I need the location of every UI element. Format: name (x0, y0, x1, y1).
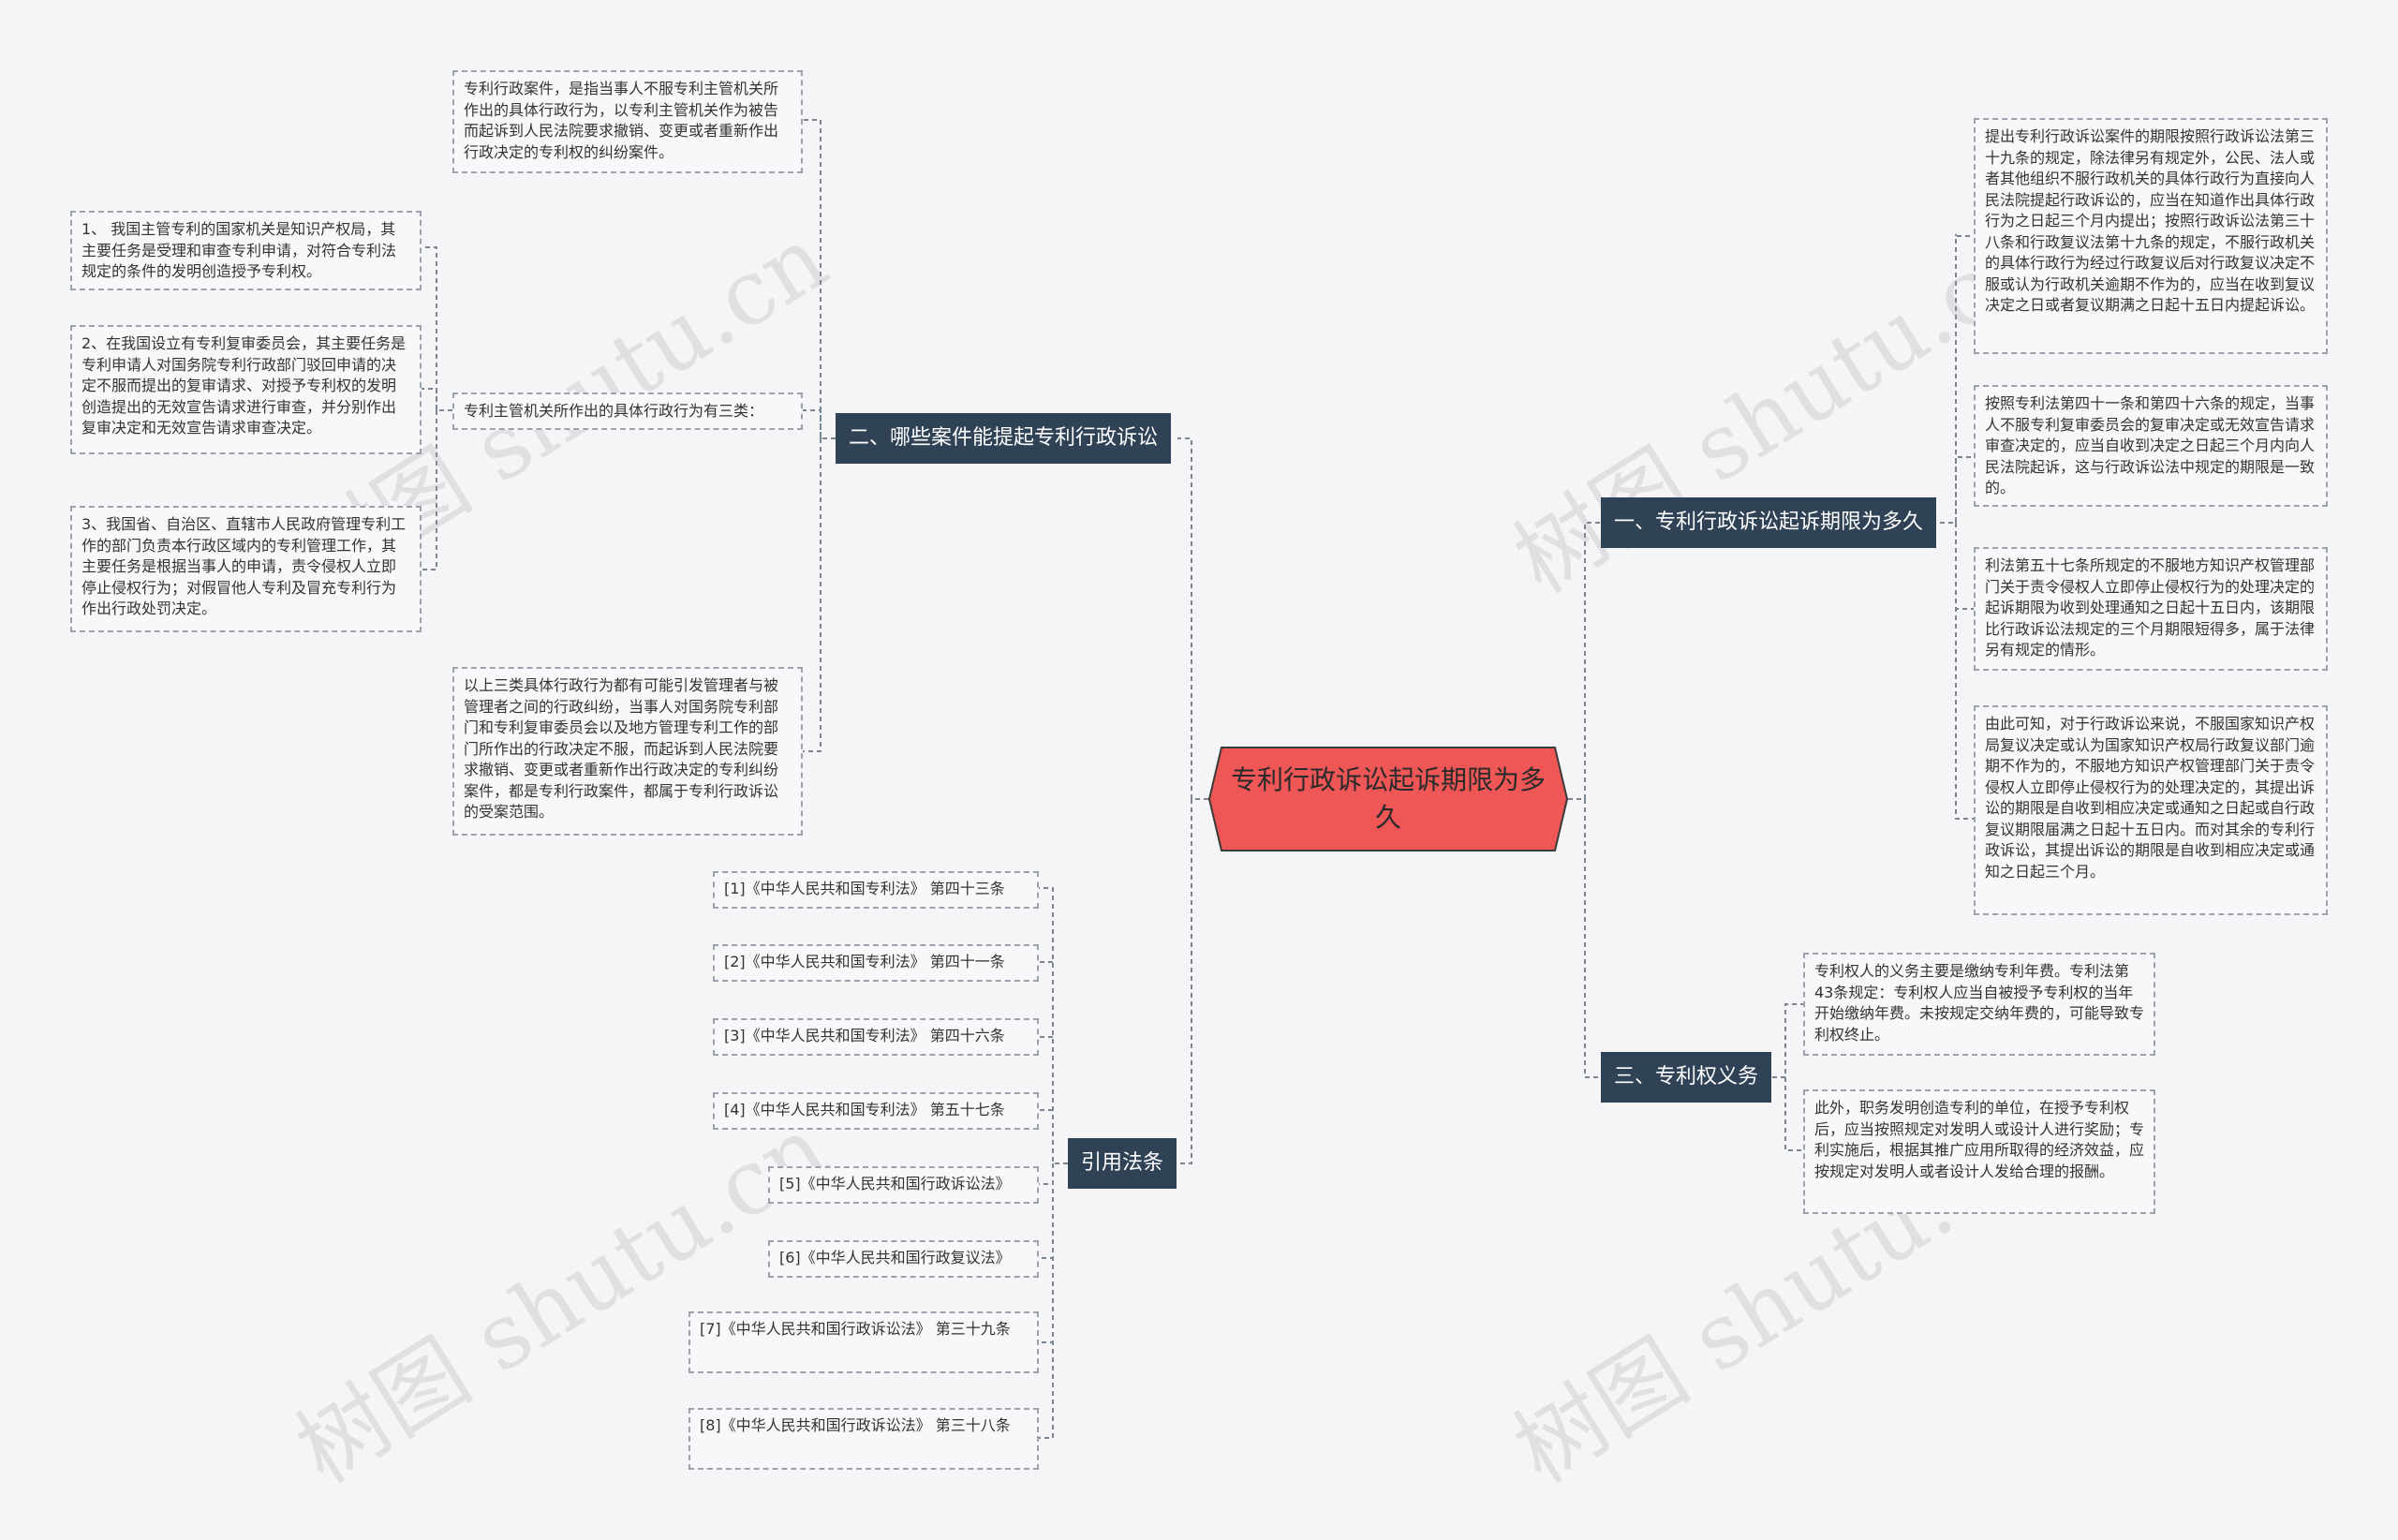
cited-law-item[interactable]: [4]《中华人民共和国专利法》 第五十七条 (713, 1092, 1039, 1130)
cited-law-item[interactable]: [3]《中华人民共和国专利法》 第四十六条 (713, 1018, 1039, 1056)
center-topic-label: 专利行政诉讼起诉期限为多久 (1231, 764, 1547, 833)
cited-law-item[interactable]: [6]《中华人民共和国行政复议法》 (768, 1240, 1039, 1278)
center-topic[interactable]: 专利行政诉讼起诉期限为多久 (1208, 747, 1568, 851)
cited-law-item[interactable]: [1]《中华人民共和国专利法》 第四十三条 (713, 871, 1039, 909)
branch-cited-laws[interactable]: 引用法条 (1068, 1138, 1177, 1189)
cited-law-item[interactable]: [5]《中华人民共和国行政诉讼法》 (768, 1166, 1039, 1204)
leaf-inventor-reward[interactable]: 此外，职务发明创造专利的单位，在授予专利权后，应当按照规定对发明人或设计人进行奖… (1803, 1089, 2155, 1214)
leaf-patent-admin-case-definition[interactable]: 专利行政案件，是指当事人不服专利主管机关所作出的具体行政行为，以专利主管机关作为… (452, 70, 803, 173)
branch-limitation-period[interactable]: 一、专利行政诉讼起诉期限为多久 (1601, 497, 1937, 548)
leaf-review-decision-deadline[interactable]: 按照专利法第四十一条和第四十六条的规定，当事人不服专利复审委员会的复审决定或无效… (1974, 385, 2328, 507)
leaf-three-types-of-acts[interactable]: 专利主管机关所作出的具体行政行为有三类： (452, 392, 803, 430)
leaf-conclusion[interactable]: 由此可知，对于行政诉讼来说，不服国家知识产权局复议决定或认为国家知识产权局行政复… (1974, 705, 2328, 915)
cited-law-item[interactable]: [7]《中华人民共和国行政诉讼法》 第三十九条 (688, 1311, 1039, 1373)
leaf-annual-fee-obligation[interactable]: 专利权人的义务主要是缴纳专利年费。专利法第43条规定：专利权人应当自被授予专利权… (1803, 953, 2155, 1056)
leaf-local-office-duties[interactable]: 3、我国省、自治区、直辖市人民政府管理专利工作的部门负责本行政区域内的专利管理工… (70, 506, 422, 632)
leaf-acceptance-scope[interactable]: 以上三类具体行政行为都有可能引发管理者与被管理者之间的行政纠纷，当事人对国务院专… (452, 667, 803, 836)
leaf-review-board-duties[interactable]: 2、在我国设立有专利复审委员会，其主要任务是专利申请人对国务院专利行政部门驳回申… (70, 325, 422, 454)
center-topic-outline (1208, 747, 1568, 851)
branch-case-scope[interactable]: 二、哪些案件能提起专利行政诉讼 (836, 413, 1172, 464)
cited-law-item[interactable]: [2]《中华人民共和国专利法》 第四十一条 (713, 944, 1039, 982)
branch-patent-obligations[interactable]: 三、专利权义务 (1601, 1052, 1772, 1103)
cited-law-item[interactable]: [8]《中华人民共和国行政诉讼法》 第三十八条 (688, 1408, 1039, 1470)
leaf-article-57-deadline[interactable]: 利法第五十七条所规定的不服地方知识产权管理部门关于责令侵权人立即停止侵权行为的处… (1974, 547, 2328, 671)
leaf-filing-deadline-rule[interactable]: 提出专利行政诉讼案件的期限按照行政诉讼法第三十九条的规定，除法律另有规定外，公民… (1974, 118, 2328, 354)
leaf-cnipa-duties[interactable]: 1、 我国主管专利的国家机关是知识产权局，其主要任务是受理和审查专利申请，对符合… (70, 211, 422, 290)
